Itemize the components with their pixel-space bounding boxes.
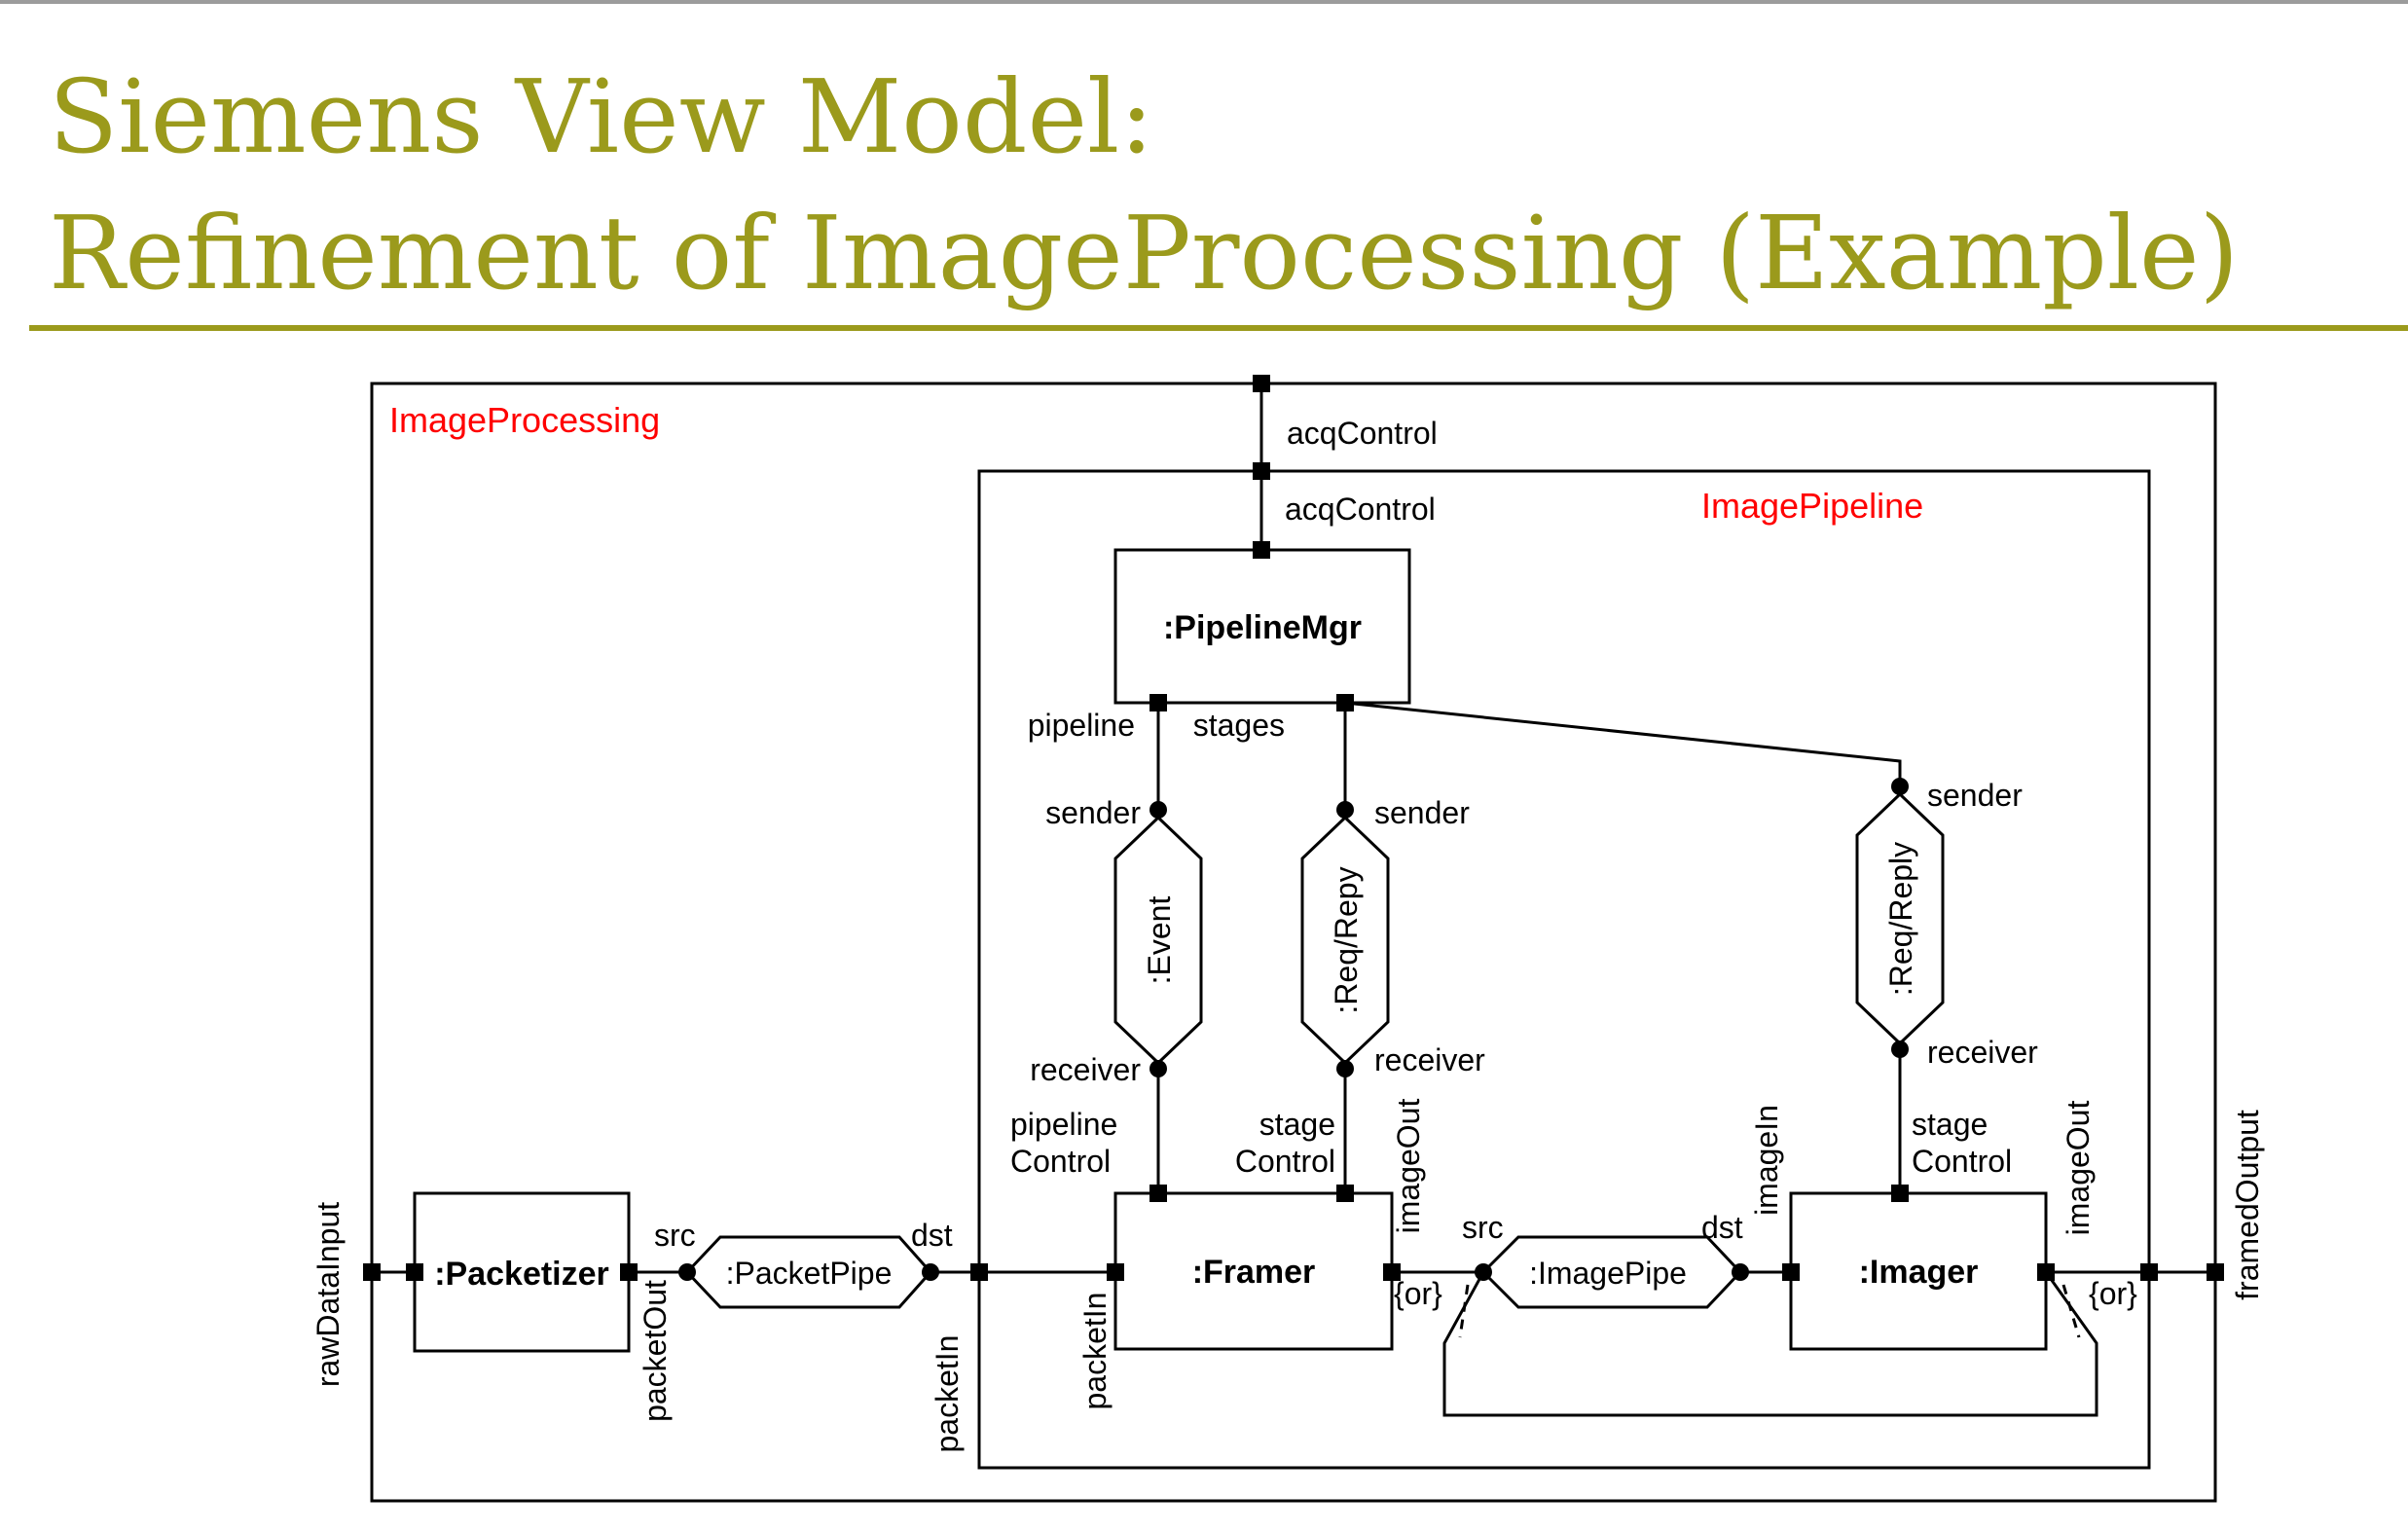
src-packetpipe-label: src — [654, 1218, 696, 1253]
image-out-imager-label: imageOut — [2061, 1101, 2096, 1236]
image-processing-container — [370, 382, 2217, 1503]
or-constraint-framer: {or} — [1394, 1276, 1442, 1311]
req-reply-connector-name: :Req/Reply — [1883, 842, 1918, 996]
packet-pipe-connector: :PacketPipe — [684, 1235, 933, 1309]
image-in-label: imageIn — [1749, 1105, 1784, 1216]
packet-out-label: packetOut — [638, 1280, 673, 1422]
acq-control-outer-label: acqControl — [1287, 416, 1438, 451]
packet-pipe-name: :PacketPipe — [726, 1256, 893, 1291]
imager-component: :Imager — [1789, 1191, 2048, 1351]
role-dots — [678, 778, 1909, 1281]
image-pipeline-label: ImagePipeline — [1701, 486, 1923, 526]
stage-control-imager-label-1: stage — [1912, 1107, 1988, 1142]
image-out-framer-label: imageOut — [1391, 1099, 1426, 1234]
framed-output-label: framedOutput — [2230, 1110, 2265, 1300]
pipeline-mgr-name: :PipelineMgr — [1163, 609, 1362, 646]
receiver-event-label: receiver — [1030, 1052, 1141, 1087]
req-reply-connector: :Req/Reply — [1855, 791, 1945, 1046]
pipeline-port-label: pipeline — [1028, 708, 1135, 743]
title-line-2: Refinement of ImageProcessing (Example) — [49, 194, 2240, 312]
stage-control-imager-label-2: Control — [1912, 1144, 2012, 1179]
receiver-reqrepy-label: receiver — [1374, 1042, 1485, 1077]
req-repy-connector-name: :Req/Repy — [1329, 866, 1364, 1013]
sender-event-label: sender — [1045, 795, 1141, 830]
title-line-1: Siemens View Model: — [49, 57, 1154, 176]
pipeline-mgr-component: :PipelineMgr — [1113, 548, 1411, 705]
event-connector-name: :Event — [1142, 896, 1177, 985]
framer-name: :Framer — [1192, 1254, 1316, 1291]
title-underline — [29, 325, 2408, 331]
sender-reqrepy-label: sender — [1374, 795, 1470, 830]
packet-in-boundary-label: packetIn — [930, 1335, 965, 1453]
slide-title: Siemens View Model: Refinement of ImageP… — [49, 49, 2365, 321]
framer-component: :Framer — [1113, 1191, 1394, 1351]
image-pipe-name: :ImagePipe — [1529, 1256, 1687, 1291]
packet-in-framer-label: packetIn — [1077, 1293, 1113, 1410]
stage-control-framer-label-1: stage — [1259, 1107, 1335, 1142]
port-squares — [363, 375, 2224, 1281]
or-constraint-imager: {or} — [2089, 1276, 2137, 1311]
stages-port-label: stages — [1193, 708, 1285, 743]
image-pipe-connector: :ImagePipe — [1480, 1235, 1743, 1309]
event-connector: :Event — [1113, 815, 1203, 1066]
packetizer-component: :Packetizer — [413, 1191, 631, 1353]
image-processing-label: ImageProcessing — [389, 400, 660, 440]
src-imagepipe-label: src — [1462, 1210, 1504, 1245]
imager-name: :Imager — [1859, 1254, 1979, 1291]
req-repy-connector: :Req/Repy — [1300, 815, 1390, 1066]
top-border — [0, 0, 2408, 4]
dst-imagepipe-label: dst — [1701, 1210, 1743, 1245]
image-pipeline-container — [977, 469, 2151, 1470]
connector-wires — [372, 383, 2215, 1417]
packetizer-name: :Packetizer — [434, 1256, 609, 1293]
dst-packetpipe-label: dst — [911, 1218, 953, 1253]
raw-data-input-label: rawDataInput — [310, 1202, 346, 1387]
pipeline-control-label-1: pipeline — [1010, 1107, 1117, 1142]
receiver-reqreply-label: receiver — [1927, 1035, 2038, 1070]
acq-control-inner-label: acqControl — [1285, 492, 1436, 527]
sender-reqreply-label: sender — [1927, 778, 2023, 813]
pipeline-control-label-2: Control — [1010, 1144, 1111, 1179]
stage-control-framer-label-2: Control — [1235, 1144, 1335, 1179]
